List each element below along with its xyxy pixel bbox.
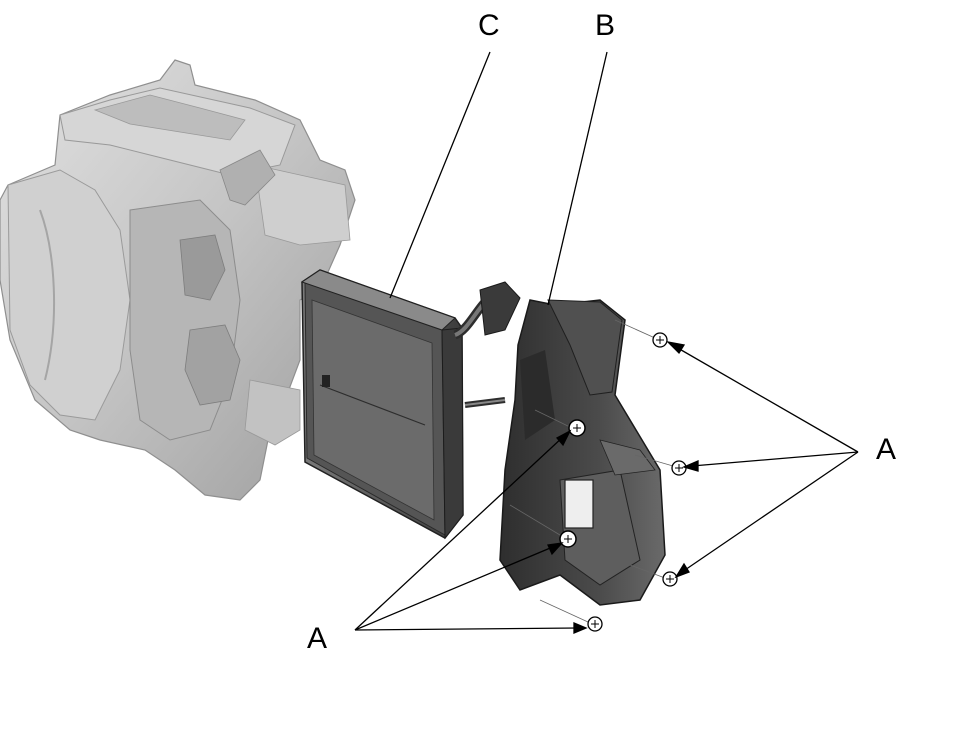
leader-arrows-a-right <box>666 340 859 579</box>
screw-a-bottom <box>587 616 603 632</box>
refrigerant-pipes <box>452 281 521 408</box>
screw-a-bottom-right <box>662 571 678 587</box>
screw-guide-lines <box>509 319 674 623</box>
callout-c-label: C <box>478 9 500 42</box>
evaporator-cover <box>499 299 666 606</box>
screw-a-lower-left <box>559 530 577 548</box>
leader-line-b <box>547 51 608 306</box>
screw-a-mid-right <box>671 460 687 476</box>
callout-a-left-label: A <box>307 622 328 655</box>
heater-unit-housing <box>0 59 356 501</box>
screw-a-top-right <box>652 332 668 348</box>
leader-line-c <box>389 51 491 299</box>
screw-a-upper-left <box>568 419 586 437</box>
callout-a-right-label: A <box>876 433 897 466</box>
leader-arrows-a-left <box>354 429 588 634</box>
callout-b-label: B <box>595 9 616 42</box>
evaporator-core <box>300 269 464 540</box>
